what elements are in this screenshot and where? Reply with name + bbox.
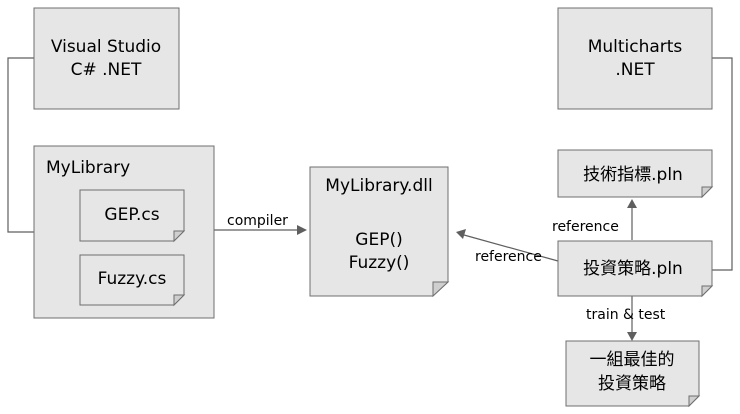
compiler-edge-label: compiler [227,213,288,229]
compiler-arrowhead [297,225,307,235]
reference-up-arrowhead [627,199,637,208]
best-strategy-document: 一組最佳的 投資策略 [565,340,701,408]
multicharts-line2: .NET [615,60,655,80]
multicharts-to-investment-strategy-connector [712,57,733,271]
multicharts-node: Multicharts .NET [557,7,713,110]
reference-left-arrowhead [456,229,466,239]
investment-strategy-document: 投資策略.pln [557,240,714,298]
technical-indicator-document: 技術指標.pln [557,149,714,199]
train-test-arrowhead [627,332,637,341]
technical-indicator-label: 技術指標.pln [583,165,683,185]
multicharts-line1: Multicharts [588,37,683,57]
fuzzy-cs-document: Fuzzy.cs [79,254,186,307]
mylibrary-dll-gep: GEP() [355,230,402,250]
visual-studio-line2: C# .NET [71,60,142,80]
mylibrary-label: MyLibrary [46,158,130,178]
best-strategy-line2: 投資策略 [598,374,666,394]
investment-strategy-label: 投資策略.pln [583,259,683,279]
gep-cs-document: GEP.cs [79,189,186,243]
mylibrary-dll-title: MyLibrary.dll [325,176,432,196]
visual-studio-line1: Visual Studio [51,37,161,57]
mylibrary-dll-fuzzy: Fuzzy() [349,253,410,273]
reference-left-arrow-line [463,234,559,262]
visual-studio-node: Visual Studio C# .NET [33,7,180,110]
gep-cs-label: GEP.cs [104,205,159,225]
mylibrary-dll-document: MyLibrary.dll GEP() Fuzzy() [309,166,450,298]
reference-left-edge-label: reference [475,249,542,265]
train-test-edge-label: train & test [586,307,666,323]
fuzzy-cs-label: Fuzzy.cs [98,269,167,289]
reference-up-edge-label: reference [552,219,619,235]
best-strategy-line1: 一組最佳的 [590,350,675,370]
visual-studio-to-mylibrary-connector [7,57,34,233]
